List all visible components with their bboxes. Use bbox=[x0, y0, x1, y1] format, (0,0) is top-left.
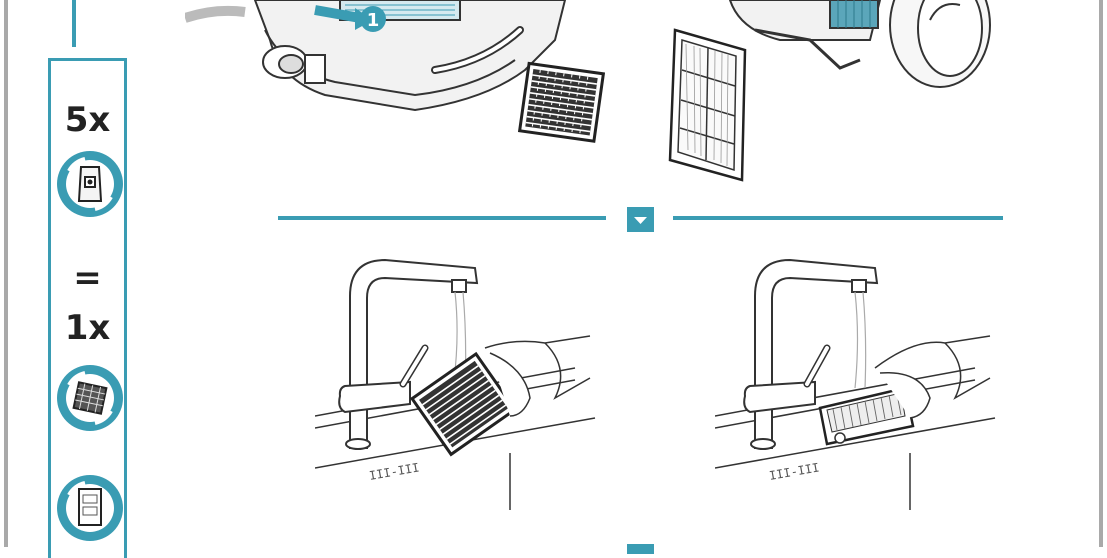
svg-text:III-III: III-III bbox=[368, 460, 420, 483]
exhaust-filter-icon bbox=[78, 488, 102, 526]
svg-text:III-III: III-III bbox=[768, 460, 820, 483]
rinse-motor-filter-illustration: III-III bbox=[315, 258, 596, 510]
bag-count-label: 5x bbox=[64, 100, 111, 140]
dust-bag-cycle-icon bbox=[57, 151, 123, 217]
vacuum-exhaust-filter-removal-illustration bbox=[668, 0, 991, 182]
motor-filter-cycle-icon bbox=[57, 365, 123, 431]
motor-filter-icon bbox=[72, 381, 108, 415]
motor-filter-icon bbox=[517, 61, 605, 143]
maintenance-frequency-panel: 5x = 1x bbox=[48, 58, 127, 558]
side-connector-line bbox=[72, 0, 76, 47]
exhaust-filter-icon bbox=[668, 28, 747, 182]
left-frame-border bbox=[4, 0, 8, 547]
exhaust-filter-icon bbox=[818, 386, 915, 446]
right-frame-border bbox=[1099, 0, 1103, 547]
rinse-exhaust-filter-illustration: III-III bbox=[715, 258, 996, 510]
down-arrow-icon bbox=[634, 217, 647, 224]
step-number-marker: 1 bbox=[367, 10, 380, 31]
step-divider-left bbox=[278, 216, 606, 220]
equals-sign: = bbox=[73, 258, 102, 298]
dust-bag-icon bbox=[77, 166, 103, 202]
exhaust-filter-cycle-icon bbox=[57, 475, 123, 541]
vacuum-motor-filter-removal-illustration: 1 bbox=[185, 0, 605, 143]
filter-count-label: 1x bbox=[64, 308, 111, 348]
next-step-arrow-bottom bbox=[627, 544, 654, 554]
next-step-arrow bbox=[627, 207, 654, 232]
step-divider-right bbox=[673, 216, 1003, 220]
motor-filter-icon bbox=[409, 351, 518, 457]
